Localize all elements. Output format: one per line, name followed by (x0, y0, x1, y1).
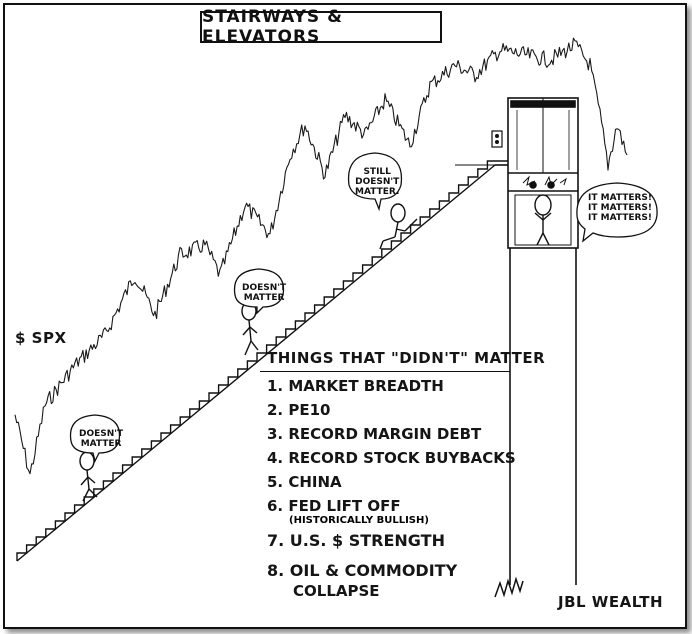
cartoon-title: STAIRWAYS & ELEVATORS (200, 7, 442, 47)
list-item-2: 2. PE10 (267, 401, 331, 419)
bubble-3-text: STILL DOESN'T MATTER. (355, 167, 399, 197)
speech-bubble-elevator (576, 182, 658, 243)
list-item-5: 5. CHINA (267, 473, 342, 491)
stick-figure-sitting (379, 203, 418, 250)
bubble-elevator-text: IT MATTERS! IT MATTERS! IT MATTERS! (588, 193, 652, 223)
spx-axis-label: $ SPX (15, 329, 67, 347)
bubble-elevator-line-3: IT MATTERS! (588, 213, 652, 223)
bubble-1-line-1: DOESN'T (79, 429, 124, 439)
bubble-3-line-3: MATTER. (355, 187, 400, 197)
list-item-3: 3. RECORD MARGIN DEBT (267, 425, 482, 443)
speech-bubble-3 (347, 152, 403, 212)
bubble-1-line-2: MATTER (80, 439, 122, 449)
bubble-1-text: DOESN'T MATTER (79, 429, 123, 449)
artist-signature-scribble (494, 576, 524, 598)
spx-price-line (14, 37, 628, 475)
speech-bubble-1 (69, 414, 121, 463)
staircase (16, 160, 508, 562)
bubble-3-line-1: STILL (363, 167, 391, 177)
cartoon-frame: STAIRWAYS & ELEVATORS $ SPX DOESN'T MATT… (3, 3, 687, 629)
bubble-2-text: DOESN'T MATTER (242, 283, 286, 303)
bubble-elevator-line-2: IT MATTERS! (588, 203, 652, 213)
bubble-2-line-1: DOESN'T (242, 283, 287, 293)
cartoon-drawing (14, 37, 658, 598)
bubble-elevator-line-1: IT MATTERS! (588, 193, 652, 203)
list-heading-underline (260, 371, 510, 372)
list-heading: THINGS THAT "DIDN'T" MATTER (267, 349, 546, 367)
list-item-6-note: (HISTORICALLY BULLISH) (289, 515, 429, 526)
list-item-4: 4. RECORD STOCK BUYBACKS (267, 449, 516, 467)
stick-figure-walker-1 (79, 451, 98, 502)
speech-bubble-2 (233, 268, 285, 315)
elevator (455, 97, 579, 585)
bubble-3-line-2: DOESN'T (355, 177, 400, 187)
list-item-1: 1. MARKET BREADTH (267, 377, 444, 395)
stick-figure-walker-2 (241, 301, 259, 356)
elevator-call-buttons-icon (491, 130, 503, 148)
bubble-2-line-2: MATTER (243, 293, 285, 303)
stick-figure-elevator (534, 194, 552, 246)
list-item-8-continued: COLLAPSE (293, 582, 380, 600)
list-item-8: 8. OIL & COMMODITY (267, 561, 458, 580)
stair-underside (16, 164, 496, 562)
list-item-7: 7. U.S. $ STRENGTH (267, 531, 445, 550)
stair-steps (16, 160, 508, 561)
list-item-6: 6. FED LIFT OFF (267, 497, 401, 515)
signature-jbl-wealth: JBL WEALTH (558, 593, 664, 611)
